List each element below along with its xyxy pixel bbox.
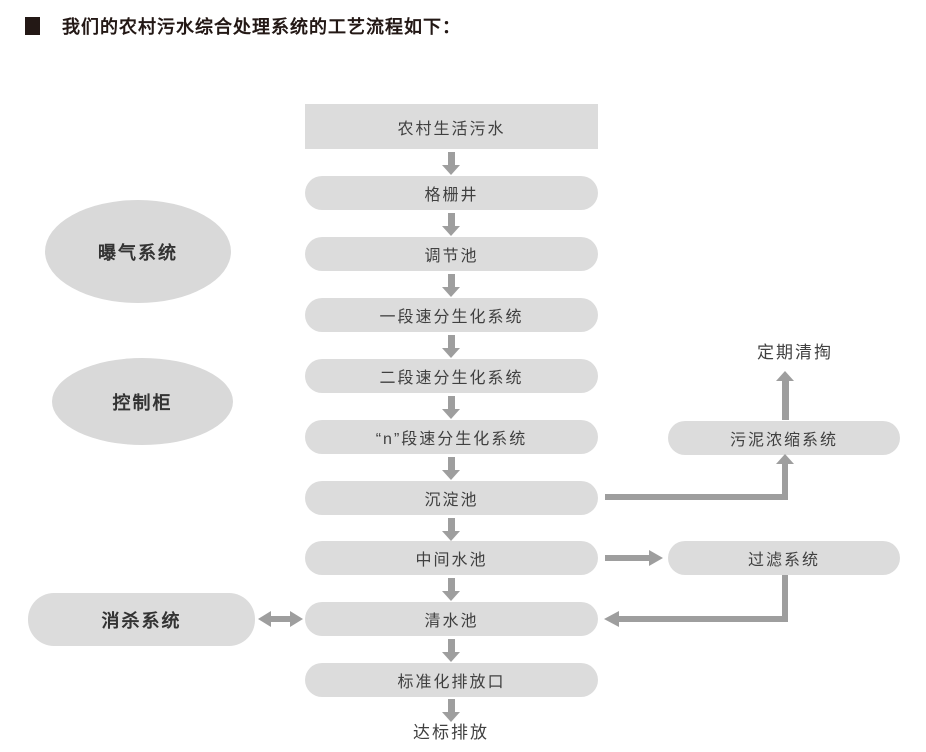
arrow-down-icon [442, 396, 460, 419]
control-cabinet-ellipse: 控制柜 [52, 358, 233, 445]
disinfection-system-box: 消杀系统 [28, 593, 255, 646]
flow-step-bio-stage-1: 一段速分生化系统 [305, 298, 598, 332]
aeration-system-ellipse: 曝气系统 [45, 200, 231, 303]
arrow-down-icon [442, 639, 460, 662]
flow-step-clean-water-tank: 清水池 [305, 602, 598, 636]
connector-filter-to-clean [619, 616, 788, 622]
connector-sedimentation-to-sludge [782, 464, 788, 500]
arrow-right-icon [605, 550, 663, 566]
connector-sedimentation-to-sludge [605, 494, 788, 500]
arrow-down-icon [442, 213, 460, 236]
arrow-down-icon [442, 335, 460, 358]
arrow-left-icon [604, 611, 619, 627]
sludge-thickening-box: 污泥浓缩系统 [668, 421, 900, 455]
filter-system-box: 过滤系统 [668, 541, 900, 575]
flow-step-sedimentation-tank: 沉淀池 [305, 481, 598, 515]
bullet-square-icon [25, 17, 40, 35]
flow-step-regulating-tank: 调节池 [305, 237, 598, 271]
flow-step-bio-stage-n: “n”段速分生化系统 [305, 420, 598, 454]
periodic-removal-label: 定期清掏 [757, 343, 833, 362]
flow-step-intermediate-tank: 中间水池 [305, 541, 598, 575]
page-title: 我们的农村污水综合处理系统的工艺流程如下： [62, 17, 461, 37]
flow-step-grid-well: 格栅井 [305, 176, 598, 210]
flow-step-standard-outlet: 标准化排放口 [305, 663, 598, 697]
arrow-up-icon [776, 371, 794, 420]
arrow-down-icon [442, 457, 460, 480]
arrow-down-icon [442, 578, 460, 601]
flow-step-rural-sewage: 农村生活污水 [305, 104, 598, 149]
arrow-double-horizontal-icon [258, 611, 303, 627]
arrow-down-icon [442, 518, 460, 541]
connector-filter-to-clean [782, 575, 788, 622]
final-output-label: 达标排放 [413, 723, 489, 742]
flow-step-bio-stage-2: 二段速分生化系统 [305, 359, 598, 393]
page-title-row: 我们的农村污水综合处理系统的工艺流程如下： [25, 13, 461, 39]
arrow-down-icon [442, 152, 460, 175]
arrow-down-icon [442, 274, 460, 297]
arrow-down-icon [442, 699, 460, 722]
arrow-up-icon [776, 454, 794, 464]
